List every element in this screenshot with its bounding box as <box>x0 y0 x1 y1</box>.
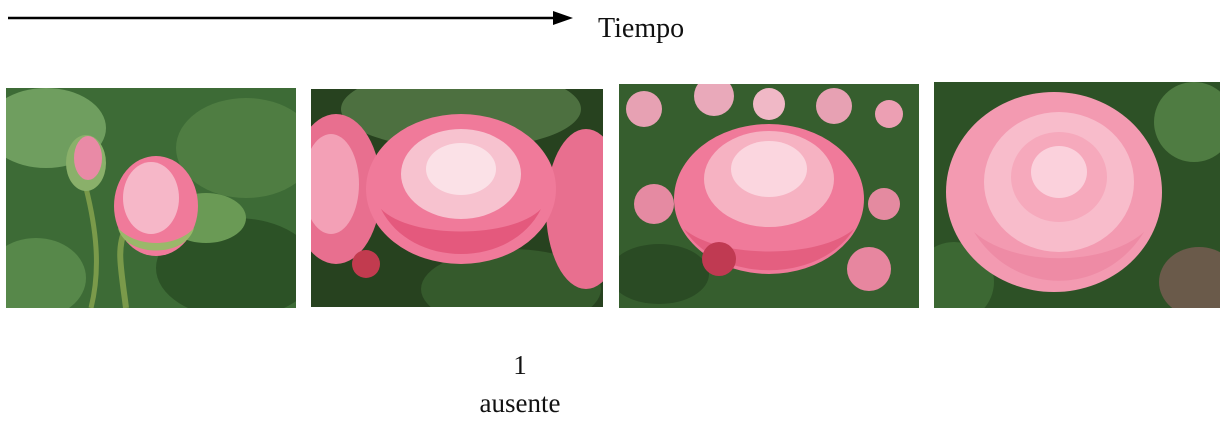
rose-opening-photo <box>311 89 603 307</box>
timeline-arrow <box>8 11 573 25</box>
rose-blooming-photo <box>619 84 919 308</box>
rose-full-bloom-photo <box>934 82 1220 308</box>
rose-bud-photo <box>6 88 296 308</box>
caption-word: ausente <box>479 388 561 418</box>
caption-number: 1 <box>513 350 527 380</box>
timeline-label: Tiempo <box>598 13 685 44</box>
